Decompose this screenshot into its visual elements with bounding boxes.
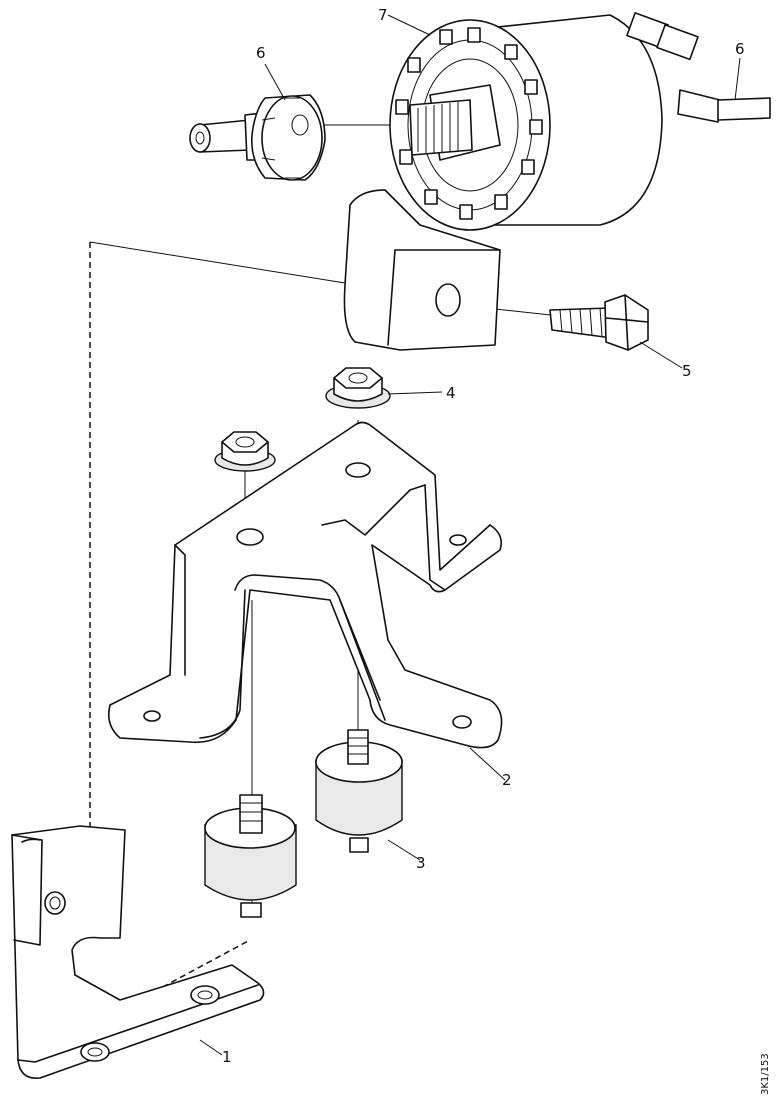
flange-nut-left <box>214 431 276 472</box>
callout-5: 5 <box>682 362 692 380</box>
mounting-bracket-part-2 <box>107 421 503 749</box>
callout-4: 4 <box>446 384 456 402</box>
reference-code: 3K1/153 <box>760 1053 771 1095</box>
flange-nut-part-4 <box>325 367 391 409</box>
callout-6-left: 6 <box>256 44 266 62</box>
pipe-nut-part-6 <box>189 94 326 181</box>
callout-1: 1 <box>222 1048 232 1066</box>
bolt-part-5 <box>549 294 649 351</box>
callout-3: 3 <box>416 854 426 872</box>
assembly-line-upper <box>89 241 346 284</box>
callout-6-right: 6 <box>735 40 745 58</box>
rubber-mount-part-3 <box>315 729 403 853</box>
leader-lines <box>199 14 741 1056</box>
rubber-mount-left <box>204 794 297 918</box>
floor-bracket-part-1 <box>11 825 265 1079</box>
callout-2: 2 <box>502 771 512 789</box>
solenoid-body-part-7 <box>343 12 771 351</box>
callout-7: 7 <box>378 6 388 24</box>
